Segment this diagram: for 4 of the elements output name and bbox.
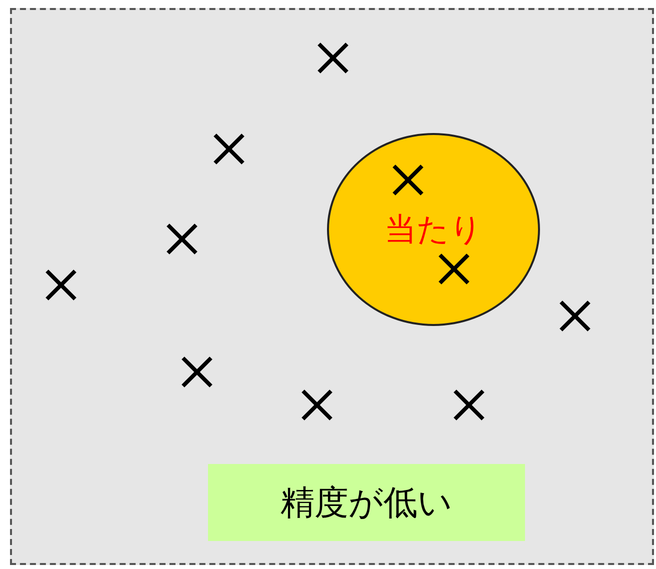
dashed-frame — [10, 8, 654, 565]
caption-text: 精度が低い — [280, 482, 452, 524]
hit-label: 当たり — [384, 208, 482, 250]
caption-box — [208, 464, 525, 541]
